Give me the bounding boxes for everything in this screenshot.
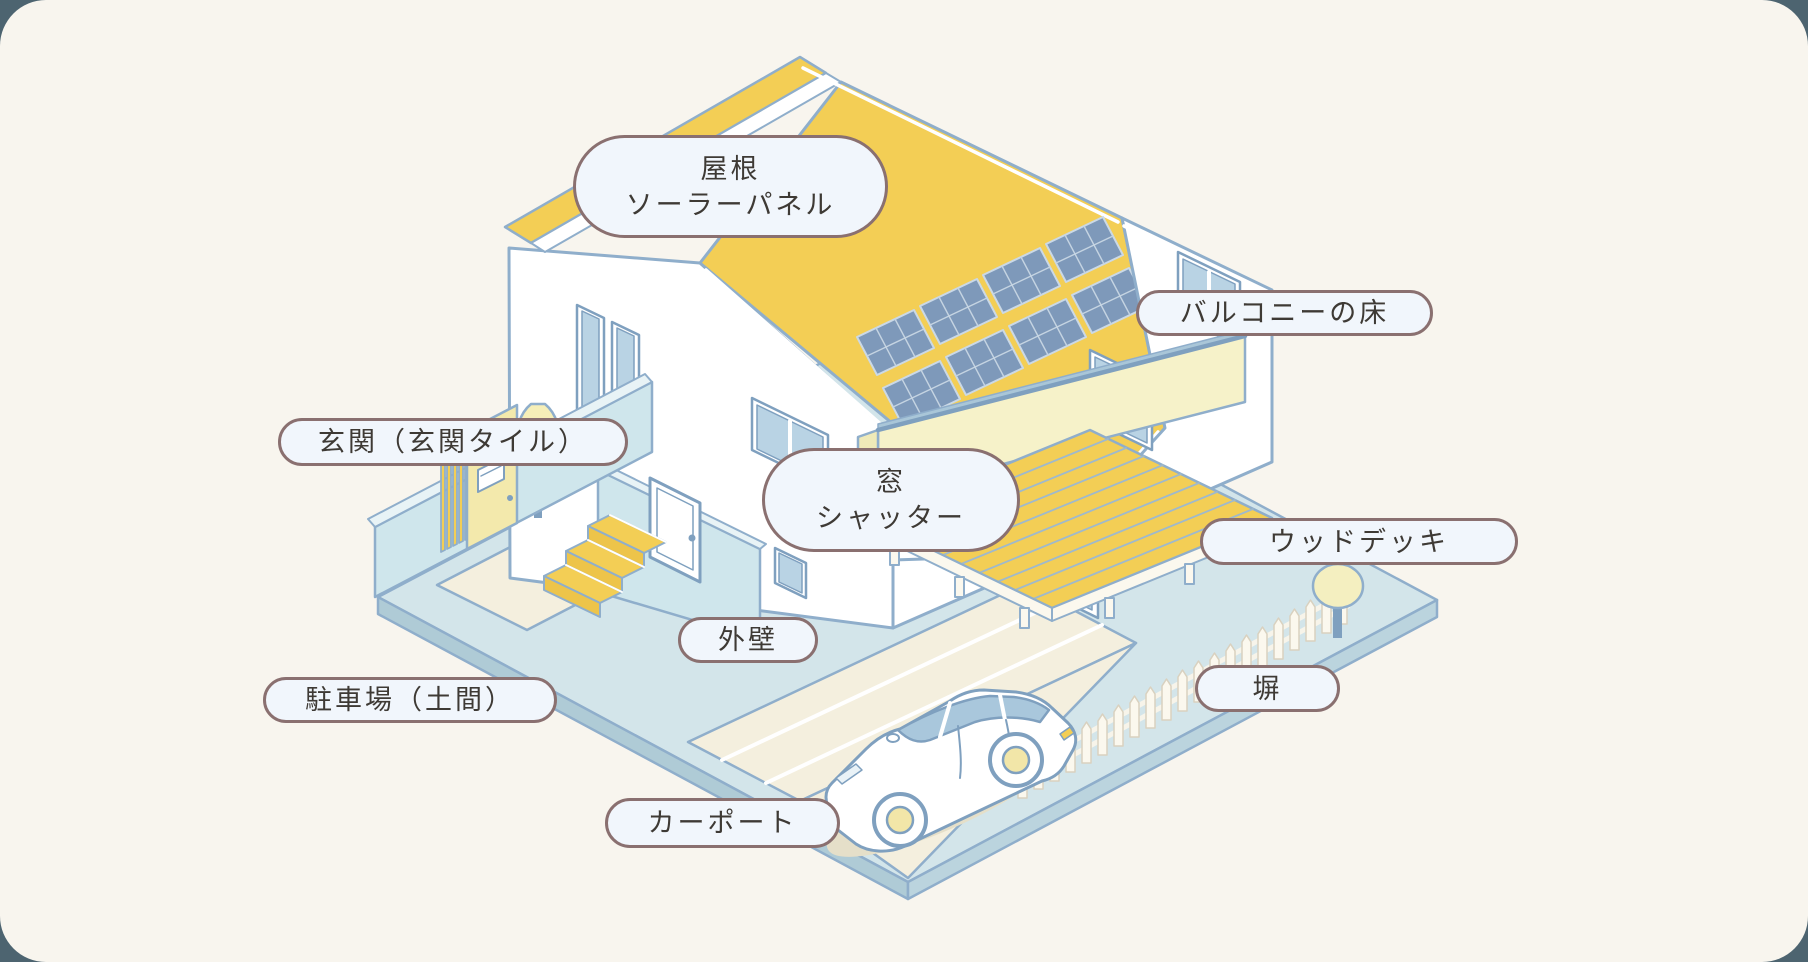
label-exterior-wall[interactable]: 外壁 [678,617,818,663]
label-text: バルコニーの床 [1179,298,1390,328]
car [824,688,1078,857]
label-text: ソーラーパネル [625,189,836,220]
label-text: ウッドデッキ [1269,526,1449,557]
car-wheels [872,732,1044,848]
entrance [543,463,767,642]
label-balcony-floor[interactable]: バルコニーの床 [1136,290,1433,336]
label-parking-doma[interactable]: 駐車場（土間） [263,677,557,723]
entrance-steps [543,514,667,618]
label-text: 屋根 [700,153,761,184]
label-roof-solar-panel[interactable]: 屋根 ソーラーパネル [573,135,888,238]
label-text: カーポート [647,808,798,838]
garden-tree [1311,562,1365,638]
label-wood-deck[interactable]: ウッドデッキ [1200,518,1518,565]
label-fence[interactable]: 塀 [1195,665,1340,712]
label-window-shutter[interactable]: 窓 シャッター [762,448,1020,552]
label-text: 塀 [1252,673,1283,704]
label-text: 駐車場（土間） [305,685,515,715]
label-text: 窓 [876,467,906,497]
label-text: 玄関（玄関タイル） [318,427,588,457]
label-entrance-tile[interactable]: 玄関（玄関タイル） [278,418,628,466]
label-carport[interactable]: カーポート [605,798,840,848]
label-text: 外壁 [718,625,778,655]
label-text: シャッター [816,503,966,533]
